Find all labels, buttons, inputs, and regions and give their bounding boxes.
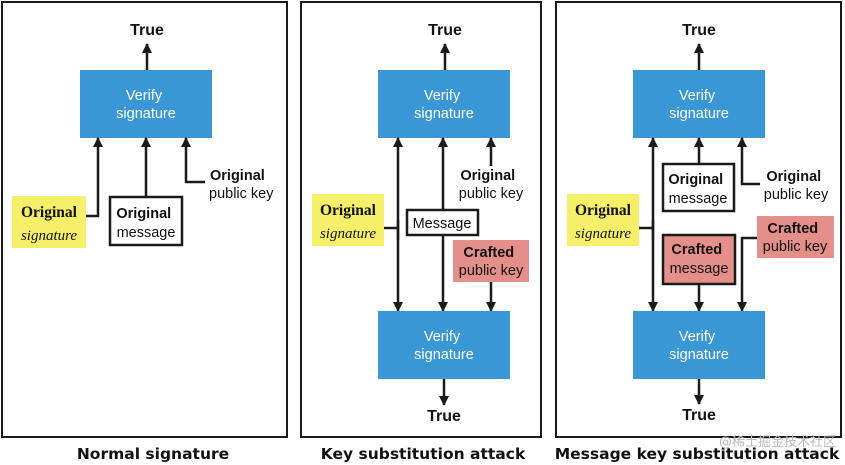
public-key-line1: Original xyxy=(460,168,515,184)
crafted-message-line2: message xyxy=(670,261,729,277)
true-label-top: True xyxy=(682,22,716,39)
public-key-line1: Original xyxy=(210,168,265,184)
svg-text:Verify signature: Verify signature xyxy=(669,88,729,122)
verify-signature-box xyxy=(80,70,212,138)
crafted-public-key-highlight xyxy=(757,216,834,258)
public-key-line2: public key xyxy=(209,186,274,202)
verify-top-line1: Verify xyxy=(424,88,461,104)
verify-signature-box-top xyxy=(378,70,510,138)
crafted-key-line2: public key xyxy=(763,239,828,255)
verify-signature-box-bottom xyxy=(633,311,765,379)
original-message-box xyxy=(661,162,736,213)
svg-text:signature: signature xyxy=(21,228,77,244)
public-key-line1: Original xyxy=(766,169,821,185)
svg-text:Verify signature: Verify signature xyxy=(116,88,176,122)
message-box xyxy=(405,208,480,237)
crafted-public-key-highlight xyxy=(453,240,529,282)
panel-frame xyxy=(1,1,288,438)
public-key-arrow xyxy=(181,137,205,184)
signature-line1: Original xyxy=(21,204,78,221)
panel-caption: Key substitution attack xyxy=(321,445,526,463)
true-label-bottom: True xyxy=(427,408,461,425)
public-key-arrow xyxy=(737,137,760,186)
public-key-line2: public key xyxy=(764,187,829,203)
verify-bottom-line2: signature xyxy=(414,347,474,363)
verify-signature-box-top xyxy=(633,70,765,138)
crafted-key-line2: public key xyxy=(459,263,524,279)
svg-text:Original public key: Original public key xyxy=(764,168,829,203)
svg-text:signature: signature xyxy=(575,226,631,242)
svg-text:Verify signature: Verify signature xyxy=(414,88,474,122)
signature-line2: signature xyxy=(320,226,376,242)
signature-line1: Original xyxy=(320,202,377,219)
true-label-bottom: True xyxy=(682,407,716,424)
panel-key-substitution: True Verify signature Original signature… xyxy=(300,1,542,463)
original-signature-highlight xyxy=(12,196,86,248)
verify-bottom-line1: Verify xyxy=(679,329,716,345)
svg-text:Verify signature: Verify signature xyxy=(414,329,474,363)
crafted-key-line1: Crafted xyxy=(767,221,818,237)
panel-caption: Normal signature xyxy=(77,445,229,463)
message-line2: message xyxy=(669,191,728,207)
crafted-key-arrow xyxy=(737,236,757,312)
message-line2: message xyxy=(117,225,176,241)
svg-text:Original: Original xyxy=(575,202,632,219)
panel-frame xyxy=(300,1,542,438)
panel-message-key-substitution: True Verify signature Original signature… xyxy=(555,1,842,463)
svg-text:Crafted public key: Crafted public key xyxy=(459,244,524,279)
svg-text:Original: Original xyxy=(21,204,78,221)
svg-text:Original message: Original message xyxy=(668,171,727,207)
verify-top-line1: Verify xyxy=(679,88,716,104)
svg-text:Original public key: Original public key xyxy=(209,167,274,202)
message-label: Message xyxy=(413,216,472,232)
svg-text:Verify signature: Verify signature xyxy=(669,329,729,363)
svg-text:Crafted public key: Crafted public key xyxy=(763,220,828,255)
svg-text:Original public key: Original public key xyxy=(459,167,524,202)
svg-text:Original: Original xyxy=(320,202,377,219)
public-key-line2: public key xyxy=(459,186,524,202)
signature-line2: signature xyxy=(21,228,77,244)
true-label-top: True xyxy=(428,22,462,39)
panel-frame xyxy=(555,1,842,438)
verify-line1: Verify xyxy=(126,88,163,104)
original-signature-highlight xyxy=(567,194,639,246)
message-line1: Original xyxy=(116,206,171,222)
panel-caption: Message key substitution attack xyxy=(555,445,840,463)
svg-text:Crafted message: Crafted message xyxy=(670,241,729,277)
verify-top-line2: signature xyxy=(414,106,474,122)
panel-normal-signature: True Verify signature Original signature… xyxy=(1,1,288,463)
crafted-message-box xyxy=(661,233,737,286)
signature-arrow xyxy=(86,137,103,218)
original-message-box xyxy=(108,195,184,247)
svg-text:Original message: Original message xyxy=(116,205,175,241)
true-label-top: True xyxy=(130,22,164,39)
verify-top-line2: signature xyxy=(669,106,729,122)
crafted-key-line1: Crafted xyxy=(463,245,514,261)
original-signature-highlight xyxy=(312,194,384,246)
verify-signature-box-bottom xyxy=(378,311,510,379)
verify-line2: signature xyxy=(116,106,176,122)
signature-line1: Original xyxy=(575,202,632,219)
message-line1: Original xyxy=(668,172,723,188)
crafted-message-line1: Crafted xyxy=(671,242,722,258)
verify-bottom-line2: signature xyxy=(669,347,729,363)
svg-text:signature: signature xyxy=(320,226,376,242)
verify-bottom-line1: Verify xyxy=(424,329,461,345)
watermark: @稀土掘金技术社区 xyxy=(719,434,836,450)
signature-line2: signature xyxy=(575,226,631,242)
